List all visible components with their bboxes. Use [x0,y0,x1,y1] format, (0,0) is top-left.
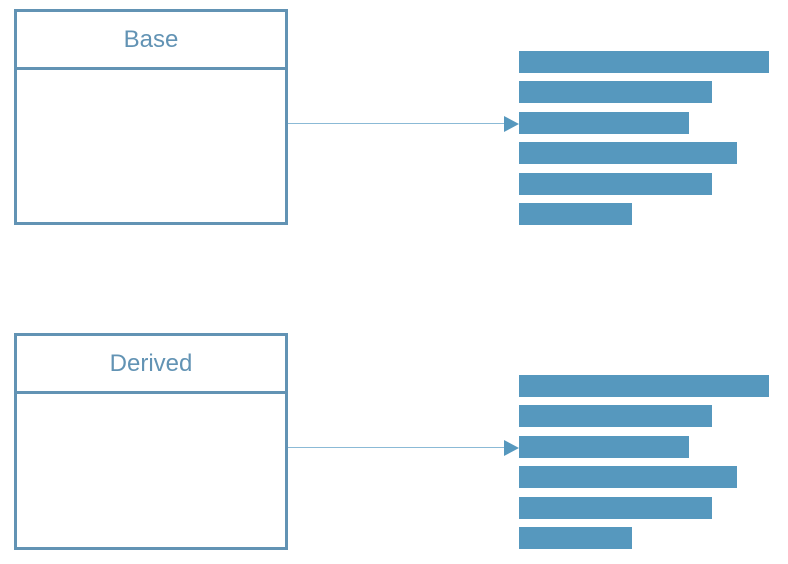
base-class-box: Base [14,9,288,225]
base-bar-2 [519,81,712,103]
derived-bar-2 [519,405,712,427]
base-bar-1 [519,51,769,73]
derived-class-box: Derived [14,333,288,550]
base-bar-4 [519,142,737,164]
derived-bar-3 [519,436,689,458]
base-bar-3 [519,112,689,134]
derived-connector-line [288,447,506,448]
derived-class-body [17,394,285,547]
derived-bar-6 [519,527,632,549]
derived-class-name: Derived [109,349,193,377]
base-class-body [17,70,285,222]
derived-bar-1 [519,375,769,397]
derived-bar-4 [519,466,737,488]
base-class-header: Base [17,12,285,70]
base-bar-6 [519,203,632,225]
derived-bar-5 [519,497,712,519]
base-connector-line [288,123,506,124]
base-class-name: Base [123,25,179,53]
base-bar-5 [519,173,712,195]
derived-class-header: Derived [17,336,285,394]
derived-arrowhead [504,440,519,456]
base-arrowhead [504,116,519,132]
